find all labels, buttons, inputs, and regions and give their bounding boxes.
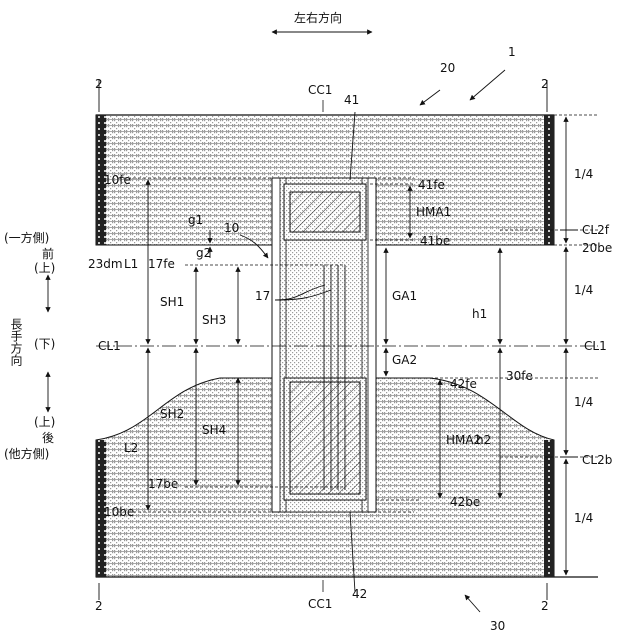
label-20be: 20be [582,241,612,255]
label-HMA1: HMA1 [416,205,451,219]
label-front-part: 20 [440,61,455,75]
label-longitudinal: 長手方向 [9,318,23,366]
side-seal-right-top [544,115,554,245]
label-17fe: 17fe [148,257,175,271]
label-g2: g2 [196,246,211,260]
label-back-up: (上) [34,415,55,429]
label-SH1: SH1 [160,295,184,309]
label-q3: 1/4 [574,395,593,409]
label-lateral: 左右方向 [294,10,342,25]
label-GA2: GA2 [392,353,417,367]
label-10fe: 10fe [104,173,131,187]
label-SH2: SH2 [160,407,184,421]
label-42be: 42be [450,495,480,509]
label-cc1-top: CC1 [308,83,332,97]
side-seal-right-bottom [544,440,554,577]
label-cc1-bottom: CC1 [308,597,332,611]
label-q1: 1/4 [574,167,593,181]
label-L2: L2 [124,441,138,455]
absorbent-body [272,178,376,512]
label-front: 前 [42,246,54,261]
label-back-part: 30 [490,619,505,633]
label-L1: L1 [124,257,138,271]
label-SH4: SH4 [202,423,226,437]
label-h2: h2 [476,433,491,447]
label-front-side: (一方側) [4,230,49,245]
label-down: (下) [34,337,55,351]
label-article: 1 [508,45,516,59]
label-back-side: (他方側) [4,446,49,461]
label-lower-member: 42 [352,587,367,601]
label-cl2f: CL2f [582,223,610,237]
label-side-left-top: 2 [95,77,103,91]
label-side-left-bottom: 2 [95,599,103,613]
label-17be: 17be [148,477,178,491]
label-back: 後 [42,431,54,445]
label-cl1-right: CL1 [584,339,607,353]
label-slits: 17 [255,289,270,303]
label-41be: 41be [420,234,450,248]
label-cl2b: CL2b [582,453,612,467]
label-h1: h1 [472,307,487,321]
label-SH3: SH3 [202,313,226,327]
label-side-right-top: 2 [541,77,549,91]
label-10be: 10be [104,505,134,519]
label-side-right-bottom: 2 [541,599,549,613]
label-42fe: 42fe [450,377,477,391]
label-q2: 1/4 [574,283,593,297]
label-dm: 23dm [88,257,123,271]
label-GA1: GA1 [392,289,417,303]
label-g1: g1 [188,213,203,227]
label-41fe: 41fe [418,178,445,192]
label-body: 10 [224,221,239,235]
lower-elastic-member [290,382,360,494]
label-front-up: (上) [34,261,55,275]
label-upper-member: 41 [344,93,359,107]
label-cl1-left: CL1 [98,339,121,353]
upper-elastic-member [290,192,360,232]
label-q4: 1/4 [574,511,593,525]
label-30fe: 30fe [506,369,533,383]
